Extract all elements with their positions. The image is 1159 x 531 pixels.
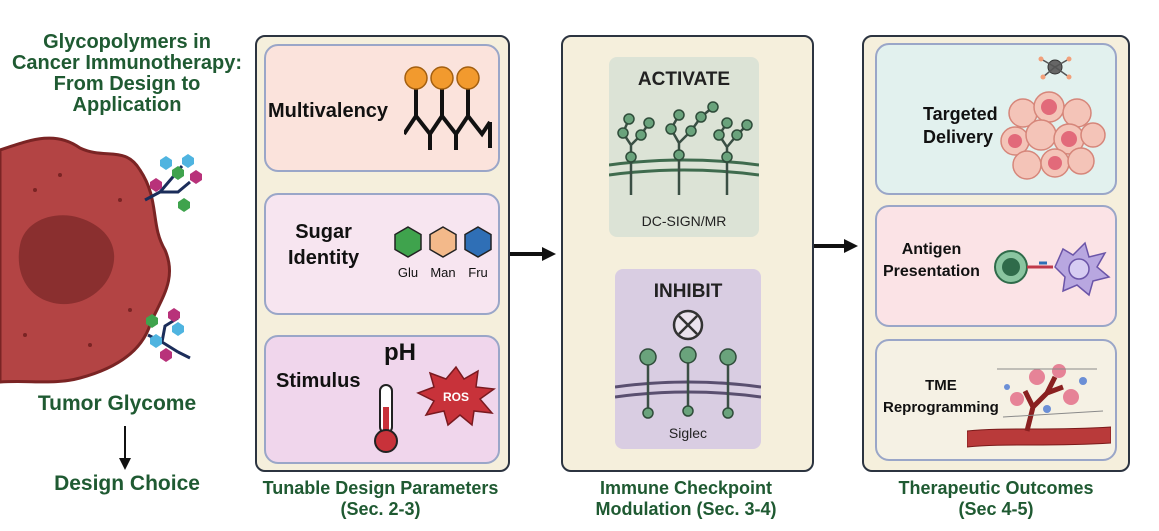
panel3-caption-line2: (Sec 4-5) bbox=[958, 499, 1034, 519]
sugar-label-line2: Identity bbox=[288, 247, 360, 269]
targeted-line1: Targeted bbox=[923, 104, 998, 124]
tumor-cell-illustration bbox=[0, 136, 202, 384]
sugar-label-line1: Sugar bbox=[295, 221, 352, 243]
antigen-line1: Antigen bbox=[901, 241, 962, 258]
panel1-caption-line2: (Sec. 2-3) bbox=[340, 499, 421, 519]
panel1-caption-line1: Tunable Design Parameters bbox=[262, 478, 499, 498]
panel1-caption: Tunable Design Parameters (Sec. 2-3) bbox=[240, 478, 521, 520]
design-choice-label: Design Choice bbox=[54, 472, 200, 495]
inhibit-label: INHIBIT bbox=[653, 281, 723, 302]
sugar-glu-label: Glu bbox=[398, 265, 418, 280]
antigen-presentation-card: Antigen Presentation bbox=[875, 205, 1117, 327]
ros-label: ROS bbox=[443, 390, 469, 404]
tme-line2: Reprogramming bbox=[883, 399, 999, 416]
stimulus-card: Stimulus pH ROS bbox=[264, 335, 500, 464]
ph-label: pH bbox=[384, 339, 416, 366]
panel2-caption-line2: Modulation (Sec. 3-4) bbox=[595, 499, 777, 519]
dc-sign-label: DC-SIGN/MR bbox=[641, 213, 727, 229]
right-arrow-icon bbox=[510, 247, 556, 261]
multivalency-label: Multivalency bbox=[268, 100, 389, 122]
activate-label: ACTIVATE bbox=[637, 69, 731, 90]
thermometer-icon bbox=[374, 384, 398, 453]
dc-sign-receptor-illustration bbox=[609, 101, 759, 195]
multivalency-card: Multivalency bbox=[264, 44, 500, 172]
therapeutic-outcomes-panel: Targeted Delivery Antigen Presentation bbox=[862, 35, 1130, 472]
ros-burst-icon: ROS bbox=[416, 365, 496, 427]
panel2-caption-line1: Immune Checkpoint bbox=[599, 478, 773, 498]
sugar-identity-card: Sugar Identity Glu Man Fru bbox=[264, 193, 500, 315]
siglec-label: Siglec bbox=[668, 425, 708, 441]
sugar-fru-label: Fru bbox=[468, 265, 488, 280]
stimulus-label: Stimulus bbox=[276, 370, 361, 392]
tumor-glycome-label: Tumor Glycome bbox=[37, 392, 197, 415]
antigen-presentation-label: Antigen Presentation bbox=[883, 239, 980, 283]
right-arrow-icon bbox=[814, 239, 858, 253]
panel2-caption: Immune Checkpoint Modulation (Sec. 3-4) bbox=[556, 478, 816, 520]
figure-title: Glycopolymers in Cancer Immunotherapy: F… bbox=[11, 31, 243, 116]
design-parameters-panel: Multivalency Sugar Identity Glu Man Fru bbox=[255, 35, 510, 472]
checkpoint-modulation-panel: ACTIVATE DC-SIGN/MR INHIBIT bbox=[561, 35, 814, 472]
panel3-caption: Therapeutic Outcomes (Sec 4-5) bbox=[866, 478, 1126, 520]
activate-box: ACTIVATE DC-SIGN/MR bbox=[609, 57, 759, 237]
down-arrow-icon bbox=[119, 426, 131, 470]
inhibit-box: INHIBIT Siglec bbox=[615, 269, 761, 449]
sugar-hexagons-icon: Glu Man Fru bbox=[394, 226, 492, 280]
tme-reprogramming-label: TME Reprogramming bbox=[883, 375, 999, 419]
tme-reprogramming-card: TME Reprogramming bbox=[875, 339, 1117, 461]
siglec-receptor-illustration bbox=[615, 309, 761, 419]
sugar-man-label: Man bbox=[430, 265, 455, 280]
tumor-cluster-icon bbox=[1000, 56, 1106, 180]
multivalent-polymer-icon bbox=[404, 66, 492, 150]
antigen-line2: Presentation bbox=[883, 263, 980, 280]
targeted-delivery-label: Targeted Delivery bbox=[923, 103, 998, 149]
tumor-microenvironment-icon bbox=[967, 364, 1111, 448]
cell-interaction-icon bbox=[994, 241, 1111, 297]
tme-line1: TME bbox=[925, 377, 957, 394]
targeted-delivery-card: Targeted Delivery bbox=[875, 43, 1117, 195]
panel3-caption-line1: Therapeutic Outcomes bbox=[898, 478, 1094, 498]
targeted-line2: Delivery bbox=[923, 127, 994, 147]
sugar-identity-label: Sugar Identity bbox=[288, 219, 359, 271]
